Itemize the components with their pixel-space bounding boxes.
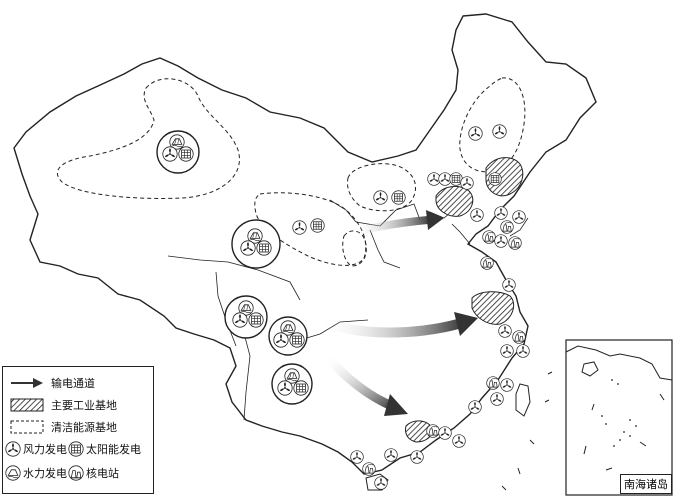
dashed-swatch-icon <box>10 420 44 434</box>
nuclear-plant-icon <box>426 424 440 438</box>
nuclear-plant-icon <box>68 465 84 481</box>
legend-transmission-label: 输电通道 <box>51 377 95 390</box>
inset-label: 南海诸岛 <box>620 474 672 494</box>
wind-turbine-icon <box>384 448 398 462</box>
wind-turbine-icon <box>438 426 452 440</box>
legend-solar-label: 太阳能发电 <box>86 443 141 456</box>
south-china-sea-inset <box>565 339 673 496</box>
wind-turbine-icon <box>500 344 514 358</box>
legend-wind-solar: 风力发电 太阳能发电 <box>5 439 141 459</box>
wind-turbine-icon <box>468 126 483 141</box>
wind-turbine-icon <box>5 441 21 457</box>
nuclear-plant-icon <box>508 236 522 250</box>
solar-panel-icon <box>68 441 84 457</box>
sea-border-dashes <box>501 371 553 491</box>
wind-turbine-icon <box>500 378 514 392</box>
wind-turbine-icon <box>277 380 293 396</box>
wind-turbine-icon <box>162 146 178 162</box>
nuclear-plant-icon <box>362 462 376 476</box>
legend-hydro-nuclear: 水力发电 核电站 <box>5 463 119 483</box>
wind-turbine-icon <box>498 324 512 338</box>
nuclear-plant-icon <box>500 220 514 234</box>
wind-turbine-icon <box>460 176 474 190</box>
legend-industrial: 主要工业基地 <box>9 395 117 415</box>
cluster-qinghai <box>231 219 281 269</box>
wind-turbine-icon <box>470 208 484 222</box>
wind-turbine-icon <box>494 206 508 220</box>
china-border <box>13 13 597 475</box>
wind-turbine-icon <box>410 450 424 464</box>
industrial-base-guangdong <box>405 420 433 443</box>
solar-panel-icon <box>248 312 264 328</box>
nuclear-plant-icon <box>480 256 494 270</box>
wind-turbine-icon <box>373 190 388 205</box>
wind-turbine-icon <box>350 450 364 464</box>
wind-turbine-icon <box>452 434 466 448</box>
transmission-arrow-icon <box>11 378 43 388</box>
wind-turbine-icon <box>516 344 530 358</box>
transmission-arrow-central <box>316 315 460 338</box>
clean-base-north <box>347 163 416 212</box>
clean-energy-bases <box>56 77 526 267</box>
legend-wind-label: 风力发电 <box>23 443 67 456</box>
arrow-head-south <box>384 394 408 416</box>
transmission-arrow-south <box>322 352 394 411</box>
wind-turbine-icon <box>494 234 508 248</box>
cluster-xinjiang <box>156 130 200 174</box>
industrial-bases <box>405 157 524 443</box>
industrial-base-beijing-tianjin <box>435 186 474 217</box>
wind-turbine-icon <box>468 400 482 414</box>
taiwan-island <box>515 383 531 417</box>
legend-nuclear-label: 核电站 <box>86 467 119 480</box>
wind-turbine-icon <box>292 220 307 235</box>
solar-panel-icon <box>178 146 194 162</box>
wind-turbine-icon <box>490 392 504 406</box>
arrow-head-north <box>426 210 444 230</box>
wind-turbine-icon <box>273 332 289 348</box>
legend-clean-energy-label: 清洁能源基地 <box>51 421 117 434</box>
wind-turbine-icon <box>512 210 526 224</box>
wind-turbine-icon <box>240 240 256 256</box>
legend-hydro-label: 水力发电 <box>23 467 67 480</box>
clean-base-central <box>342 230 367 267</box>
wind-turbine-icon <box>374 476 388 490</box>
legend: 输电通道 主要工业基地 清洁能源基地 风力发电 太阳能发电 <box>2 366 154 494</box>
hatch-swatch-icon <box>10 398 44 412</box>
legend-industrial-label: 主要工业基地 <box>51 399 117 412</box>
legend-clean-energy: 清洁能源基地 <box>9 417 117 437</box>
arrow-head-central <box>454 312 478 336</box>
wind-turbine-icon <box>232 312 248 328</box>
nuclear-plant-icon <box>482 230 496 244</box>
clean-base-xinjiang <box>56 78 240 199</box>
transmission-arrow-north <box>351 216 429 236</box>
solar-panel-icon <box>256 240 272 256</box>
wind-turbine-icon <box>502 278 516 292</box>
solar-panel-icon <box>488 172 502 186</box>
solar-panel-icon <box>310 218 325 233</box>
solar-panel-icon <box>391 190 406 205</box>
energy-clusters <box>156 130 313 405</box>
solar-panel-icon <box>289 332 305 348</box>
wind-turbine-icon <box>492 124 507 139</box>
nuclear-plant-icon <box>512 330 526 344</box>
industrial-base-shanghai <box>471 291 515 325</box>
legend-transmission: 输电通道 <box>9 373 95 393</box>
industrial-base-northeast <box>485 157 524 197</box>
nuclear-plant-icon <box>486 376 500 390</box>
solar-panel-icon <box>293 380 309 396</box>
transmission-channels <box>316 210 478 416</box>
hydro-power-icon <box>5 465 21 481</box>
